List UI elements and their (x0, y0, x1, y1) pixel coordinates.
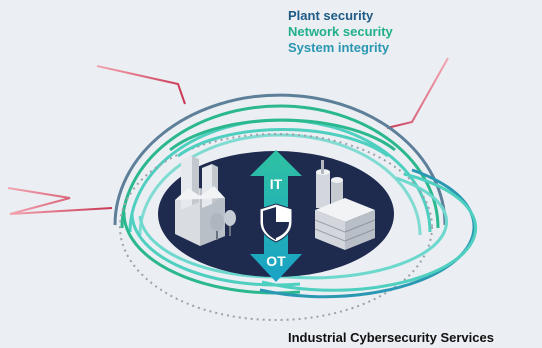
legend-plant-security: Plant security (288, 8, 374, 23)
legend-network-security: Network security (288, 24, 393, 39)
server-stack-icon (314, 198, 376, 250)
attack-line-right (386, 57, 449, 129)
shield-icon (259, 203, 293, 243)
dome-arc-inner-1 (138, 133, 422, 236)
base-ring-3 (138, 215, 301, 279)
attack-lines (7, 57, 449, 215)
perimeter-dotted-ring (119, 133, 433, 321)
diagram-caption: Industrial Cybersecurity Services (288, 330, 494, 345)
base-ring-6 (263, 176, 448, 280)
tree-icon (210, 210, 236, 240)
factory-icon (175, 156, 225, 246)
base-ring-2 (130, 213, 301, 287)
base-ring-1 (122, 211, 301, 295)
base-ring-5 (261, 172, 478, 292)
legend-system-integrity: System integrity (288, 40, 390, 55)
base-ring-8 (177, 127, 389, 158)
security-layers-legend: Plant security Network security System i… (288, 8, 393, 56)
arrow-label-it: IT (270, 176, 283, 192)
attack-line-top-left (96, 65, 186, 105)
dome-arc-plant-security (113, 93, 447, 226)
arrow-label-ot: OT (266, 253, 286, 269)
base-rings (122, 118, 478, 299)
attack-line-left (7, 187, 113, 215)
base-ring-7 (169, 118, 396, 152)
